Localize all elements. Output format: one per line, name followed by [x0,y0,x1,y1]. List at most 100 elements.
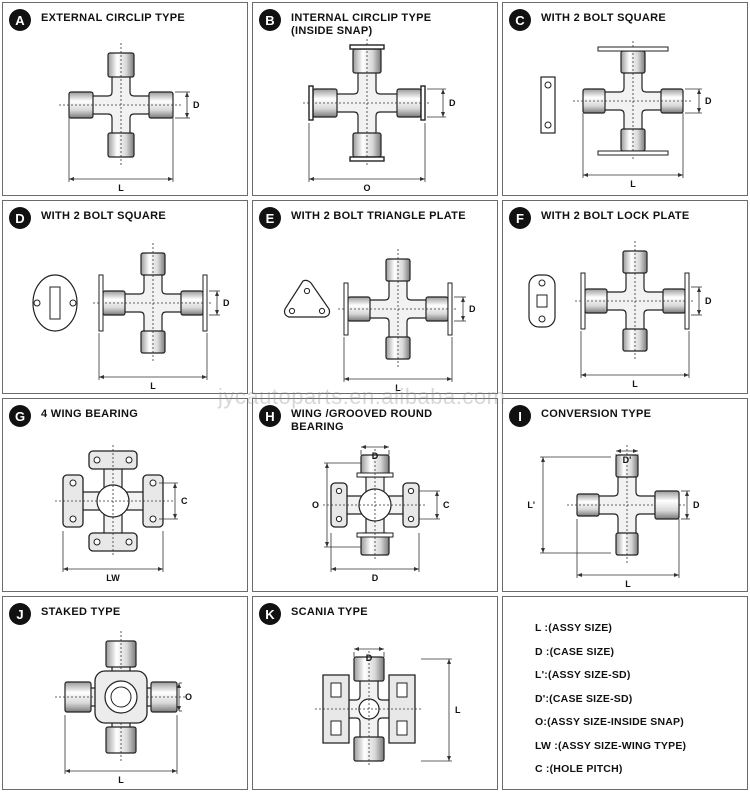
dimension-label: D' [623,455,632,465]
dimension-vertical: C [159,482,188,520]
bolt-hole [335,515,343,523]
legend-item: O:(ASSY SIZE-INSIDE SNAP) [535,716,684,728]
bolt-plate [98,274,104,332]
dimension-label: L [455,705,461,715]
bolt-hole [93,538,101,546]
panel-title: STAKED TYPE [41,606,121,618]
dimension-vertical: D [427,88,456,118]
dimension-label: L [625,579,631,589]
dimension-label: D [693,500,700,510]
panel-badge: I [509,405,531,427]
panel-badge: D [9,207,31,229]
dimension-vertical: L' [527,456,611,554]
dimension-label: D [372,451,379,461]
dimension-label: L [632,379,638,389]
cross-diagram: D' L' D L [527,445,700,589]
dimension-label: L [150,381,156,391]
dimension-horizontal: D' [615,449,639,465]
bearing-cup [385,336,411,360]
wing-bearing [388,674,416,744]
bolt-plate [597,46,669,52]
panel-badge: J [9,603,31,625]
triangle-plate-side-view [283,279,331,318]
bearing-cup [615,532,639,556]
panel-title: WITH 2 BOLT SQUARE [41,210,166,222]
legend-item: C :(HOLE PITCH) [535,763,623,775]
dimension-horizontal: D [330,533,420,583]
legend-item: L :(ASSY SIZE) [535,622,613,634]
bearing-cup [622,328,648,352]
center-ring-inner [110,686,132,708]
dimension-label: L' [527,500,535,510]
dimension-vertical: D [681,490,700,520]
dimension-label: D [469,304,476,314]
panel-title: 4 WING BEARING [41,408,139,420]
bolt-hole [407,515,415,523]
dimension-vertical: D [175,91,200,119]
dimension-horizontal: LW [62,531,164,583]
panel-badge: K [259,603,281,625]
dimension-label: O [185,692,192,702]
bearing-cup [662,288,686,314]
snap-ring [308,85,314,121]
panel-title: INTERNAL CIRCLIP TYPE (INSIDE SNAP) [291,12,432,37]
dimension-horizontal: L [343,337,453,393]
dimension-horizontal: L [68,113,174,193]
panel-title: WITH 2 BOLT SQUARE [541,12,666,24]
cross-diagram: DL [315,647,461,767]
dimension-label: D [372,573,379,583]
dimension-vertical: C [419,490,450,520]
legend-panel: L :(ASSY SIZE) D :(CASE SIZE) L':(ASSY S… [502,596,748,790]
dimension-label: D [366,653,373,663]
panel-title: WING /GROOVED ROUND BEARING [291,408,433,433]
dimension-horizontal: L [576,519,680,589]
dimension-label: L [395,383,401,393]
dimension-vertical: O [177,682,192,712]
bolt-plate [447,282,453,336]
dimension-label: C [181,496,188,506]
dimension-horizontal: L [98,333,208,391]
legend-item: D :(CASE SIZE) [535,645,615,658]
dimension-label: D [705,96,712,106]
cross-diagram: DO [303,39,456,193]
legend-item: LW :(ASSY SIZE-WING TYPE) [535,739,687,752]
dimension-vertical: O [312,462,361,548]
bolt-plate [684,272,690,330]
panel-j: J STAKED TYPE O L [2,596,248,790]
snap-ring [349,156,385,162]
bolt-plate [580,272,586,330]
oval-plate-side-view [32,274,78,332]
dimension-label: L [118,775,124,785]
bolt-plate [202,274,208,332]
bolt-hole [149,515,157,523]
cross-diagram: DL [32,243,230,391]
bearing-cup [425,296,449,322]
bolt-hole [149,479,157,487]
bearing-cup [660,88,684,114]
bolt-plate [597,150,669,156]
dimension-label: LW [106,573,120,583]
cross-diagram: D C O D [312,445,450,583]
panel-badge: C [509,9,531,31]
bolt-hole [69,479,77,487]
bolt-hole [125,538,133,546]
panel-title: CONVERSION TYPE [541,408,652,420]
bearing-cup [180,290,204,316]
dimension-label: C [443,500,450,510]
dimension-label: D [193,100,200,110]
snap-ring [349,44,385,50]
dimension-horizontal: D [353,647,385,663]
panel-i: I CONVERSION TYPE D' L' D L [502,398,748,592]
snap-ring [420,85,426,121]
cross-diagram: DL [283,249,476,393]
dimension-label: D [449,98,456,108]
dimension-vertical: D [685,88,712,114]
bolt-hole [407,487,415,495]
legend-item: D':(CASE SIZE-SD) [535,692,633,705]
panel-badge: H [259,405,281,427]
